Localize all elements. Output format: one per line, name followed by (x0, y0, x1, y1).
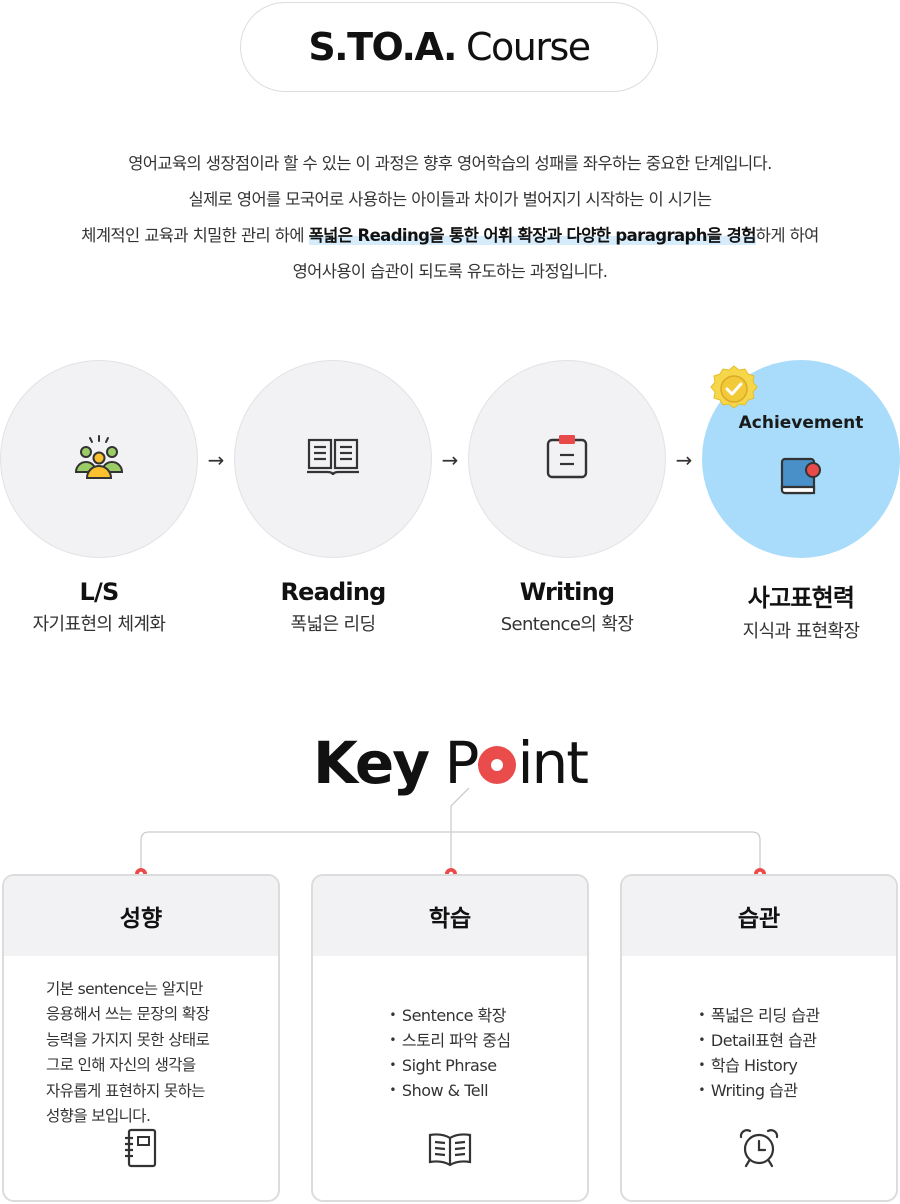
card-title: 학습 (313, 876, 587, 956)
step-label: Writing (519, 578, 615, 606)
list-item: Writing 습관 (698, 1078, 819, 1103)
intro-line-2: 실제로 영어를 모국어로 사용하는 아이들과 차이가 벌어지기 시작하는 이 시… (188, 190, 713, 209)
card-line: 능력을 가지지 못한 상태로 (46, 1030, 210, 1049)
intro-line-1: 영어교육의 생장점이라 할 수 있는 이 과정은 향후 영어학습의 성패를 좌우… (128, 154, 772, 173)
step-writing: Writing Sentence의 확장 (468, 360, 666, 636)
intro-highlight: 폭넓은 Reading을 통한 어휘 확장과 다양한 paragraph을 경험 (308, 226, 756, 245)
card-list: 폭넓은 리딩 습관 Detail표현 습관 학습 History Writing… (698, 1003, 820, 1103)
group-people-icon (74, 434, 124, 484)
list-item: Show & Tell (389, 1078, 510, 1103)
card-paragraph: 기본 sentence는 알지만 응용해서 쓰는 문장의 확장 능력을 가지지 … (46, 977, 236, 1130)
open-book-icon (313, 1132, 587, 1172)
card-line: 그로 인해 자신의 생각을 (46, 1056, 196, 1074)
list-item: 스토리 파악 중심 (389, 1028, 511, 1053)
step-circle (0, 360, 198, 558)
achievement-badge: Achievement (738, 413, 864, 433)
alarm-clock-icon (622, 1126, 896, 1172)
card-title: 성향 (4, 876, 278, 956)
intro-line-3-pre: 체계적인 교육과 치밀한 관리 하에 (81, 226, 309, 245)
step-achievement: Achievement 사고표현력 지식과 표현확장 (702, 360, 900, 643)
list-item: Detail표현 습관 (698, 1028, 819, 1053)
intro-line-3-post: 하게 하여 (755, 226, 820, 245)
open-book-icon (306, 438, 360, 480)
card-line: 응용해서 쓰는 문장의 확장 (46, 1005, 210, 1023)
step-label: Reading (280, 578, 386, 606)
card-line: 성향을 보입니다. (46, 1107, 151, 1125)
card-line: 자유롭게 표현하지 못하는 (46, 1081, 206, 1100)
key-point-p: P (444, 729, 479, 797)
step-reading: Reading 폭넓은 리딩 (234, 360, 432, 636)
card-title: 습관 (622, 876, 896, 956)
step-label: 사고표현력 (747, 584, 855, 612)
step-ls: L/S 자기표현의 체계화 (0, 360, 198, 636)
step-circle: Achievement (702, 360, 900, 558)
list-item: Sight Phrase (389, 1053, 510, 1078)
key-point-bold: Key (312, 729, 430, 797)
card-learning: 학습 Sentence 확장 스토리 파악 중심 Sight Phrase Sh… (311, 874, 589, 1202)
target-dot-icon (478, 746, 517, 784)
arrow-right-icon: → (441, 448, 459, 472)
book-bookmark-icon (778, 455, 824, 503)
course-title: S.TO.A. Course (240, 2, 658, 92)
card-habit: 습관 폭넓은 리딩 습관 Detail표현 습관 학습 History Writ… (620, 874, 898, 1202)
step-circle (468, 360, 666, 558)
card-list: Sentence 확장 스토리 파악 중심 Sight Phrase Show … (389, 1003, 511, 1103)
step-sub: 폭넓은 리딩 (290, 614, 377, 635)
card-line: 기본 sentence는 알지만 (46, 979, 203, 998)
step-label: L/S (79, 578, 120, 606)
list-item: 학습 History (698, 1053, 819, 1078)
step-circle (234, 360, 432, 558)
step-sub: 지식과 표현확장 (742, 621, 860, 642)
step-sub: 자기표현의 체계화 (32, 614, 166, 635)
card-tendency: 성향 기본 sentence는 알지만 응용해서 쓰는 문장의 확장 능력을 가… (2, 874, 280, 1202)
arrow-right-icon: → (207, 448, 225, 472)
notebook-icon (4, 1128, 278, 1172)
arrow-right-icon: → (675, 448, 693, 472)
card-body: 폭넓은 리딩 습관 Detail표현 습관 학습 History Writing… (622, 972, 896, 1134)
list-item: Sentence 확장 (389, 1003, 510, 1028)
card-body: 기본 sentence는 알지만 응용해서 쓰는 문장의 확장 능력을 가지지 … (4, 972, 278, 1134)
clipboard-icon (545, 434, 589, 484)
intro-line-3: 체계적인 교육과 치밀한 관리 하에 폭넓은 Reading을 통한 어휘 확장… (0, 218, 900, 254)
medal-icon (709, 364, 759, 418)
card-body: Sentence 확장 스토리 파악 중심 Sight Phrase Show … (313, 972, 587, 1134)
intro-line-4: 영어사용이 습관이 되도록 유도하는 과정입니다. (292, 262, 608, 281)
connector-lines (135, 787, 766, 880)
intro-paragraph: 영어교육의 생장점이라 할 수 있는 이 과정은 향후 영어학습의 성패를 좌우… (0, 146, 900, 290)
key-point-rest: int (517, 729, 589, 797)
step-sub: Sentence의 확장 (500, 614, 634, 635)
list-item: 폭넓은 리딩 습관 (698, 1003, 820, 1028)
course-title-light: Course (466, 25, 591, 69)
course-title-bold: S.TO.A. (308, 25, 457, 69)
